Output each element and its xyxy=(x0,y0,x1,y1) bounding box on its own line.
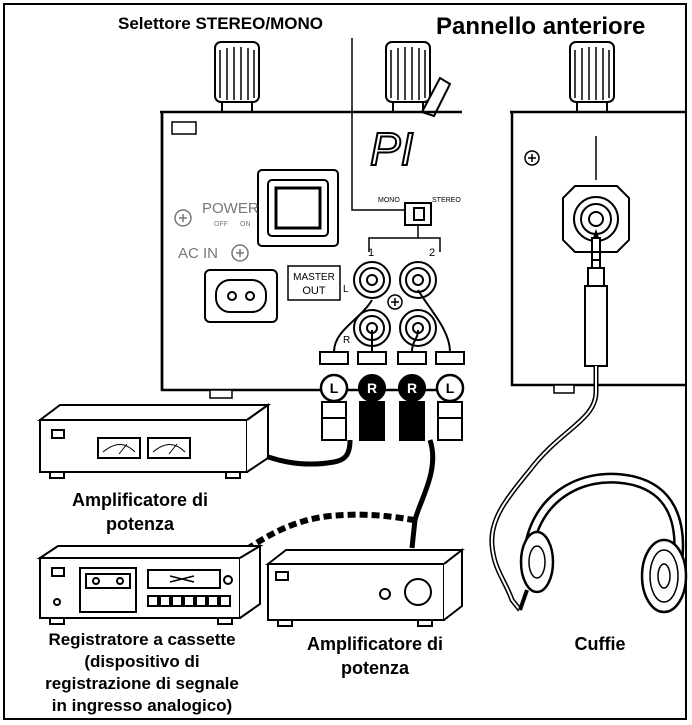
screw-icon xyxy=(524,150,540,166)
ac-in-label: AC IN xyxy=(178,245,218,262)
recorder-label-line2: (dispositivo di xyxy=(84,652,200,671)
screw-icon xyxy=(387,294,403,310)
channel-2-label: 2 xyxy=(429,247,435,259)
recorder-label-line3: registrazione di segnale xyxy=(45,674,239,693)
knob-front xyxy=(569,41,615,113)
rca-jacks xyxy=(353,261,437,347)
headphone-jack xyxy=(562,185,630,253)
out-label: OUT xyxy=(302,285,326,297)
ac-inlet xyxy=(204,269,278,323)
power-amplifier-2-label-line2: potenza xyxy=(340,658,409,678)
stereo-label: STEREO xyxy=(432,197,461,204)
off-label: OFF xyxy=(214,221,228,228)
power-amplifier-2 xyxy=(265,547,465,627)
recorder-label-line4: in ingresso analogico) xyxy=(51,696,233,715)
power-label: POWER xyxy=(202,200,259,217)
knob-center xyxy=(385,41,452,118)
selector-leader-line xyxy=(351,38,405,211)
selector-label: Selettore STEREO/MONO xyxy=(118,14,323,33)
rca-plug-left-2 xyxy=(435,351,465,441)
front-panel-label: Pannello anteriore xyxy=(436,13,646,40)
power-amplifier-2-label-line1: Amplificatore di xyxy=(306,634,444,654)
power-switch xyxy=(257,169,339,247)
l-channel-mark: L xyxy=(343,284,349,295)
master-label: MASTER xyxy=(293,272,335,283)
rca-plugs: L R R L xyxy=(319,351,465,441)
power-amplifier-1 xyxy=(37,403,272,479)
channel-1-label: 1 xyxy=(368,247,374,259)
power-amplifier-1-label-line2: potenza xyxy=(105,514,174,534)
rca-plug-left-1 xyxy=(319,351,349,441)
rear-panel-unit: PI POWER OFF ON AC IN MASTER OUT xyxy=(160,38,462,399)
plug-r-mark: R xyxy=(407,380,417,396)
headphones xyxy=(518,472,688,614)
diagram-frame xyxy=(3,3,687,720)
on-label: ON xyxy=(240,221,251,228)
power-amplifier-1-label-line1: Amplificatore di xyxy=(71,490,209,510)
stereo-mono-switch xyxy=(404,202,432,226)
plug-l-mark: L xyxy=(330,380,339,396)
brand-logo: PI xyxy=(370,123,414,175)
front-panel-unit xyxy=(510,41,686,394)
plug-l-mark: L xyxy=(446,380,455,396)
rca-plug-right-2 xyxy=(397,351,427,441)
recorder-label-line1: Registratore a cassette xyxy=(48,630,236,649)
r-channel-mark: R xyxy=(343,335,350,346)
headphones-label: Cuffie xyxy=(574,634,626,654)
knob-left xyxy=(214,41,260,113)
mono-label: MONO xyxy=(378,197,400,204)
screw-icon xyxy=(174,209,192,227)
screw-icon xyxy=(231,244,249,262)
cassette-recorder xyxy=(36,544,264,625)
rca-plug-right-1 xyxy=(357,351,387,441)
master-out-box: MASTER OUT xyxy=(287,265,341,301)
plug-r-mark: R xyxy=(367,380,377,396)
